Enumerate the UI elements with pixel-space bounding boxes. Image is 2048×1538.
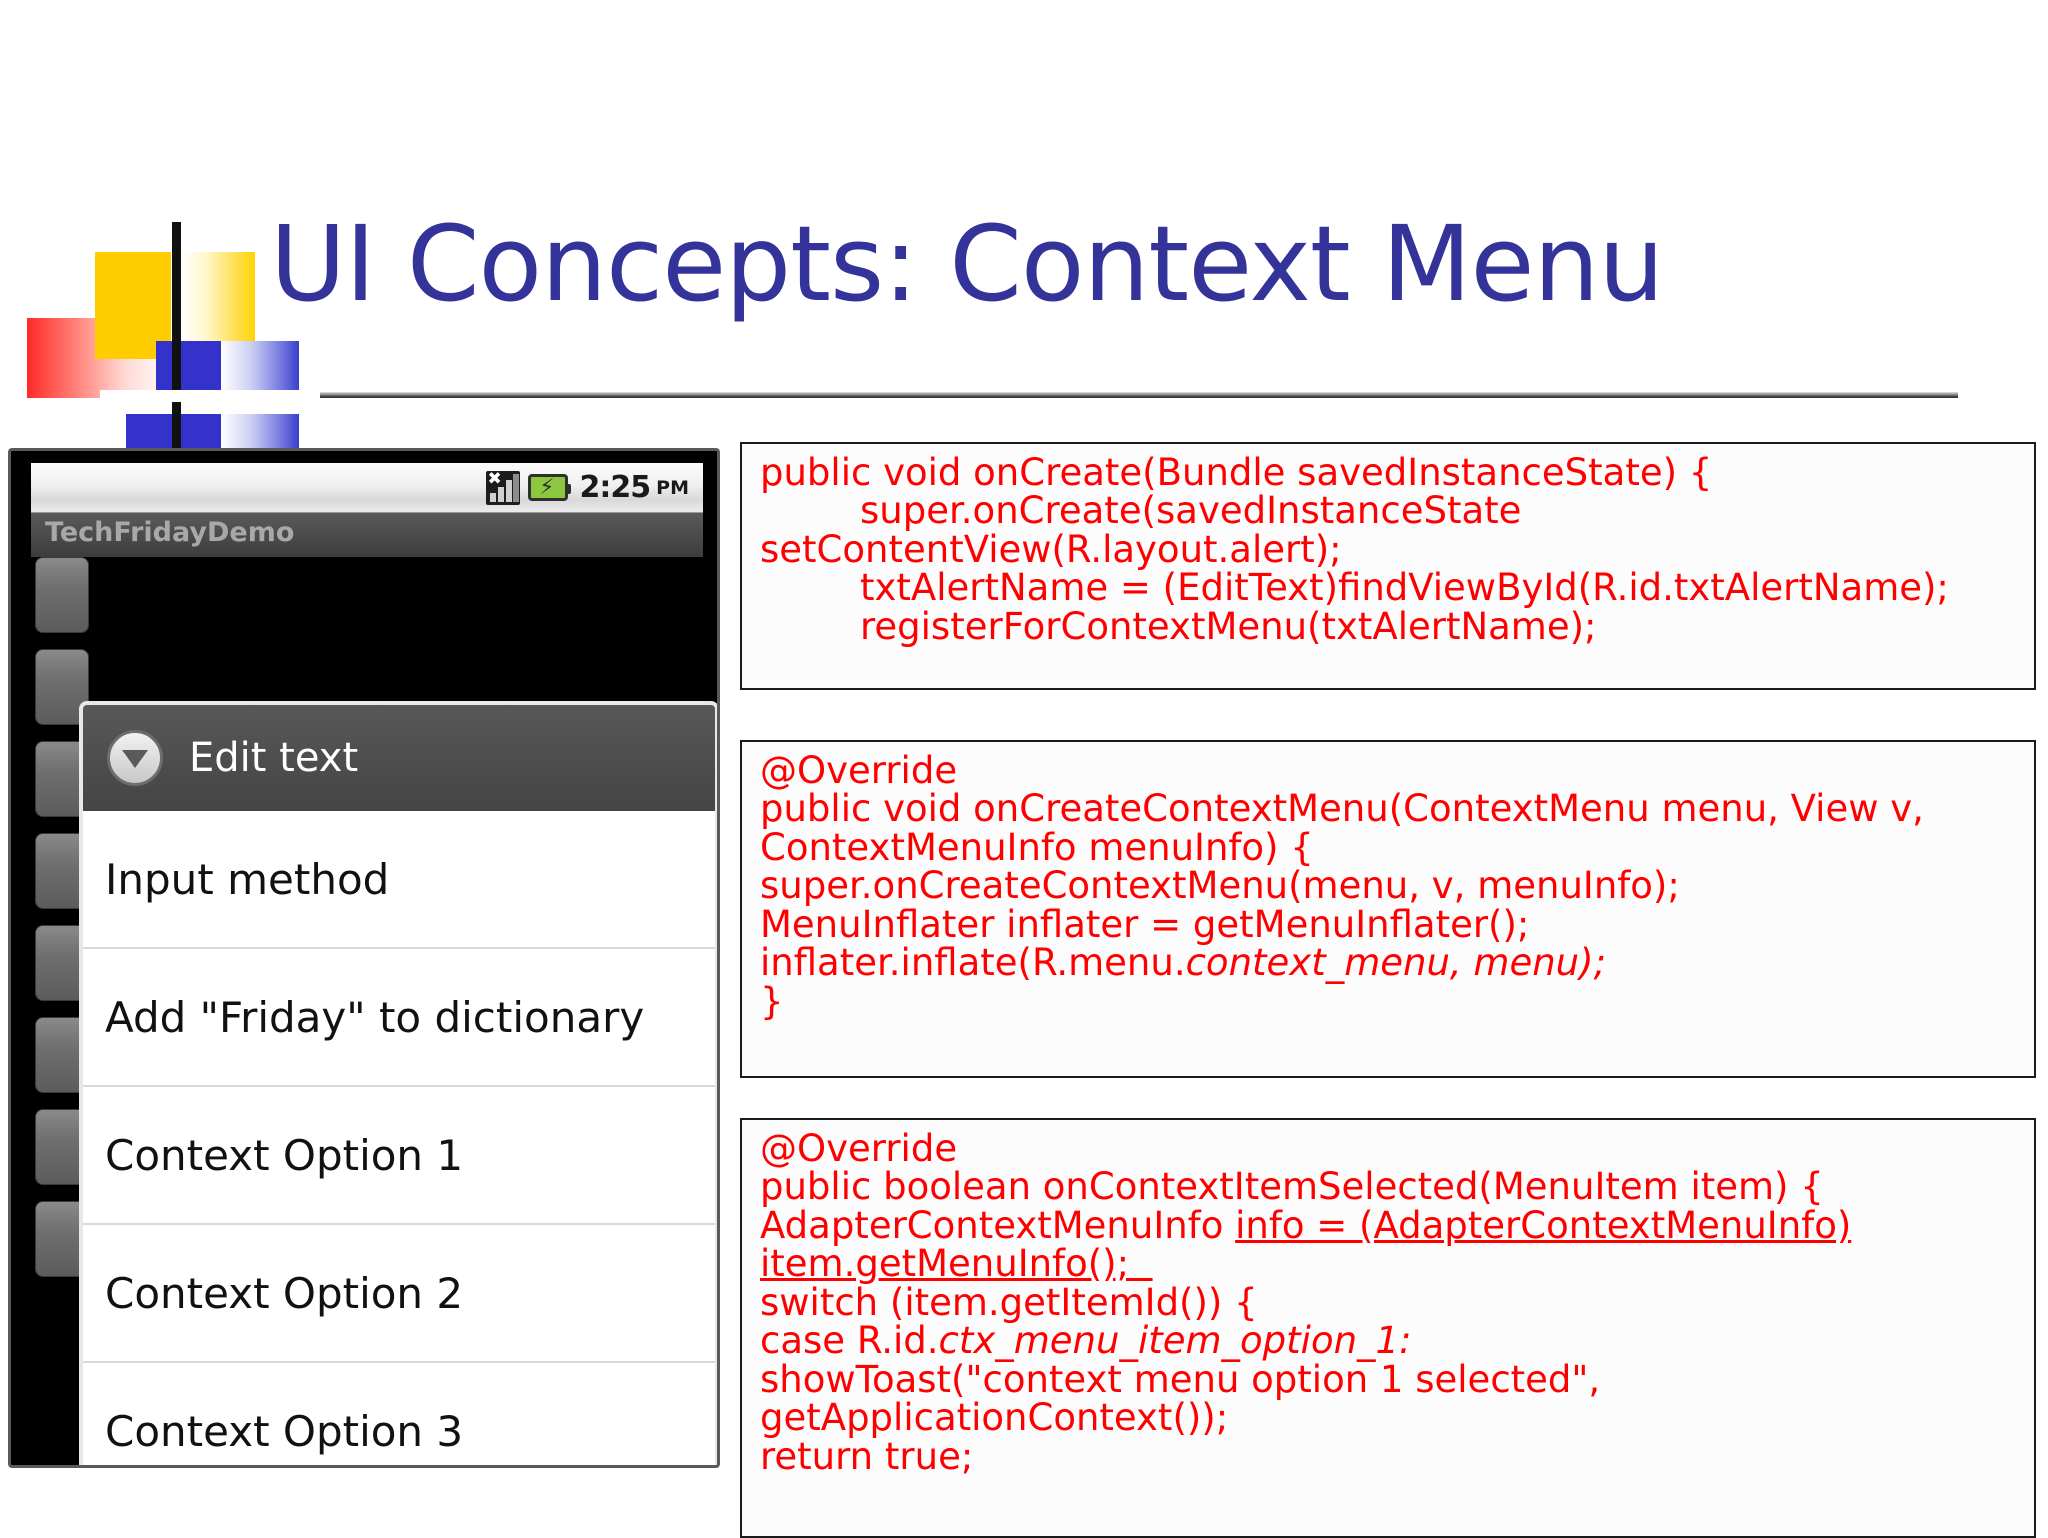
code-line: switch (item.getItemId()) { xyxy=(760,1280,2020,1324)
code-block-oncreate: public void onCreate(Bundle savedInstanc… xyxy=(740,442,2036,690)
app-title-bar: TechFridayDemo xyxy=(31,513,703,557)
code-text: inflater.inflate(R.menu. xyxy=(760,941,1186,985)
context-menu-item-input-method[interactable]: Input method xyxy=(83,811,715,949)
code-line: inflater.inflate(R.menu.context_menu, me… xyxy=(760,944,2020,982)
code-line: } xyxy=(760,979,2020,1023)
code-text: txtAlertName = (EditText)findViewById(R.… xyxy=(860,566,1949,610)
title-divider-rule xyxy=(100,388,1958,398)
code-text-italic: ctx_menu_item_option_1: xyxy=(938,1319,1412,1363)
code-text: @Override xyxy=(760,749,958,792)
context-menu-header: Edit text xyxy=(83,705,715,811)
code-text: switch (item.getItemId()) { xyxy=(760,1280,1258,1324)
code-text: } xyxy=(760,979,784,1023)
code-line: super.onCreate(savedInstanceState xyxy=(760,492,2020,530)
code-line: case R.id.ctx_menu_item_option_1: xyxy=(760,1322,2020,1360)
signal-bars-x-icon: ✖ xyxy=(485,470,520,505)
code-line: @Override xyxy=(760,749,2020,792)
code-text: ContextMenuInfo menuInfo) { xyxy=(760,825,1314,869)
page-title: UI Concepts: Context Menu xyxy=(270,203,1664,325)
android-phone-mockup: ✖ ⚡ 2:25 PM TechFridayDemo Edit text xyxy=(8,448,720,1468)
code-text: case R.id. xyxy=(760,1319,939,1363)
decor-blue-gradient-square-lower xyxy=(221,414,299,454)
code-text-underlined: info = (AdapterContextMenuInfo) xyxy=(1235,1203,1852,1247)
decor-white-bar xyxy=(100,390,320,402)
code-line: @Override xyxy=(760,1127,2020,1170)
code-line: super.onCreateContextMenu(menu, v, menuI… xyxy=(760,867,2020,905)
code-line: public void onCreate(Bundle savedInstanc… xyxy=(760,451,2020,494)
code-text: super.onCreate(savedInstanceState xyxy=(860,489,1522,533)
context-menu-item-option-3[interactable]: Context Option 3 xyxy=(83,1363,715,1465)
code-text: registerForContextMenu(txtAlertName); xyxy=(860,604,1597,648)
code-text: AdapterContextMenuInfo xyxy=(760,1203,1236,1247)
code-text-underlined: item.getMenuInfo(); xyxy=(760,1242,1153,1286)
decor-blue-square xyxy=(156,341,221,399)
code-text: MenuInflater inflater = getMenuInflater(… xyxy=(760,902,1530,946)
code-text: getApplicationContext()); xyxy=(760,1396,1229,1440)
battery-charging-icon: ⚡ xyxy=(527,474,571,501)
context-menu-item-option-1[interactable]: Context Option 1 xyxy=(83,1087,715,1225)
code-text: @Override xyxy=(760,1127,958,1170)
context-menu-item-add-to-dictionary[interactable]: Add "Friday" to dictionary xyxy=(83,949,715,1087)
android-status-bar: ✖ ⚡ 2:25 PM xyxy=(31,463,703,513)
code-line: showToast("context menu option 1 selecte… xyxy=(760,1357,2020,1401)
code-line: setContentView(R.layout.alert); xyxy=(760,527,2020,571)
circle-chevron-down-icon xyxy=(107,730,163,786)
status-bar-time: 2:25 xyxy=(579,470,652,505)
code-text: public void onCreateContextMenu(ContextM… xyxy=(760,787,1924,831)
code-text: public void onCreate(Bundle savedInstanc… xyxy=(760,451,1713,494)
decor-blue-gradient-square xyxy=(221,341,299,399)
phone-screen: ✖ ⚡ 2:25 PM TechFridayDemo Edit text xyxy=(31,463,717,1465)
code-line: registerForContextMenu(txtAlertName); xyxy=(760,604,2020,648)
context-menu-title: Edit text xyxy=(189,735,359,781)
slide-title-area: UI Concepts: Context Menu xyxy=(0,0,2048,454)
code-line: MenuInflater inflater = getMenuInflater(… xyxy=(760,902,2020,946)
code-text: super.onCreateContextMenu(menu, v, menuI… xyxy=(760,864,1680,908)
status-bar-ampm: PM xyxy=(656,476,689,499)
app-body: Edit text Input method Add "Friday" to d… xyxy=(31,557,717,1465)
decor-vertical-bar xyxy=(172,222,181,452)
code-line: public boolean onContextItemSelected(Men… xyxy=(760,1168,2020,1206)
code-line: return true; xyxy=(760,1434,2020,1478)
code-line: ContextMenuInfo menuInfo) { xyxy=(760,825,2020,869)
code-text: public boolean onContextItemSelected(Men… xyxy=(760,1165,1824,1209)
code-text-italic: context_menu, menu); xyxy=(1185,941,1607,985)
code-line: AdapterContextMenuInfo info = (AdapterCo… xyxy=(760,1203,2020,1247)
edit-text-field-row[interactable] xyxy=(35,557,89,633)
context-menu-item-option-2[interactable]: Context Option 2 xyxy=(83,1225,715,1363)
code-line: getApplicationContext()); xyxy=(760,1399,2020,1437)
code-text: return true; xyxy=(760,1434,974,1478)
code-text: setContentView(R.layout.alert); xyxy=(760,527,1342,571)
code-line: txtAlertName = (EditText)findViewById(R.… xyxy=(760,569,2020,607)
code-text: showToast("context menu option 1 selecte… xyxy=(760,1357,1601,1401)
code-line: item.getMenuInfo(); xyxy=(760,1245,2020,1283)
context-menu-dialog[interactable]: Edit text Input method Add "Friday" to d… xyxy=(79,701,717,1465)
code-line: public void onCreateContextMenu(ContextM… xyxy=(760,790,2020,828)
